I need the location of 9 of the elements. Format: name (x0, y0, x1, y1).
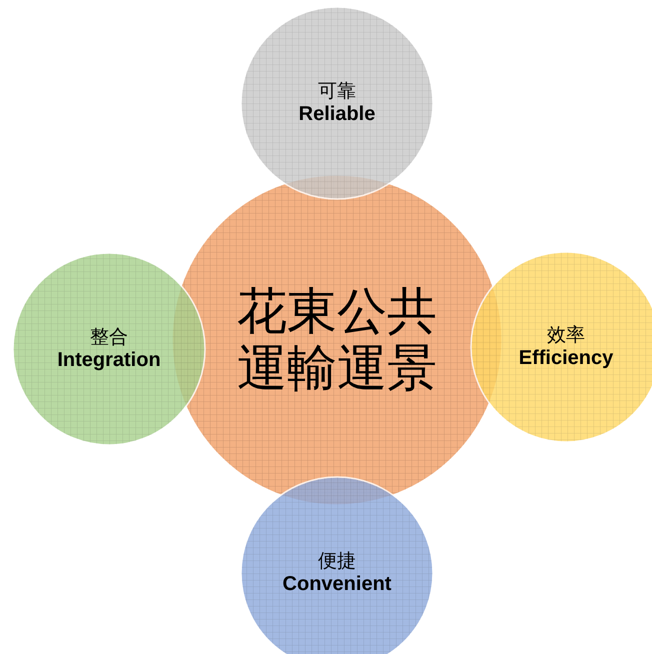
circle-label: Convenient (282, 572, 392, 596)
center-title: 花東公共運輸運景 (236, 282, 438, 398)
circle-label: Reliable (298, 102, 376, 126)
circle-title: 可靠 (318, 80, 356, 102)
circle-title: 整合 (90, 326, 128, 348)
circle-label: Efficiency (518, 346, 614, 370)
circle-title: 效率 (547, 324, 585, 346)
circle-title: 便捷 (318, 550, 356, 572)
circle-label: Integration (57, 348, 161, 372)
